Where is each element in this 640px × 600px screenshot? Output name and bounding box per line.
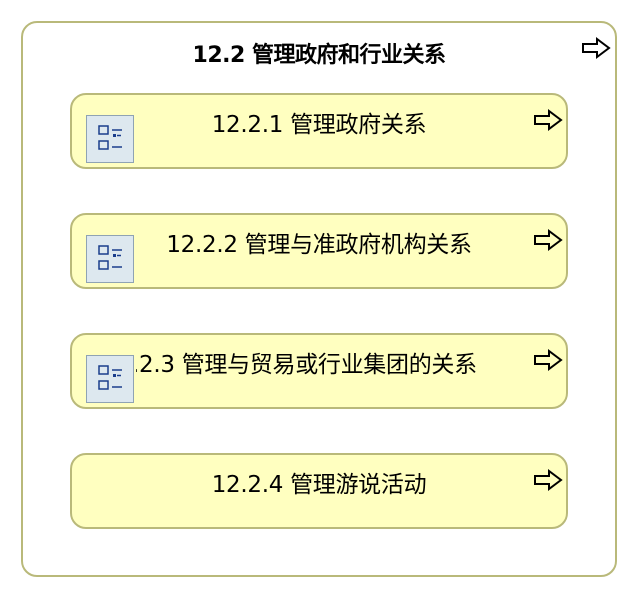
card-label: .2.3 管理与贸易或行业集团的关系 [136, 352, 477, 378]
card-label: 12.2.1 管理政府关系 [211, 112, 427, 138]
right-arrow-icon[interactable] [532, 469, 564, 491]
process-card-12-2-4[interactable]: 12.2.4 管理游说活动 [70, 453, 568, 529]
container-title: 12.2 管理政府和行业关系 [192, 43, 446, 68]
process-card-12-2-2[interactable]: 12.2.2 管理与准政府机构关系 [70, 213, 568, 289]
process-card-12-2-1[interactable]: 12.2.1 管理政府关系 [70, 93, 568, 169]
right-arrow-icon[interactable] [532, 229, 564, 251]
list-icon [86, 115, 134, 163]
right-arrow-icon[interactable] [532, 349, 564, 371]
card-label: 12.2.2 管理与准政府机构关系 [166, 232, 472, 258]
card-label: 12.2.4 管理游说活动 [211, 472, 427, 498]
list-icon [86, 355, 134, 403]
process-card-12-2-3[interactable]: .2.3 管理与贸易或行业集团的关系 [70, 333, 568, 409]
list-icon [86, 235, 134, 283]
right-arrow-icon[interactable] [580, 37, 612, 59]
right-arrow-icon[interactable] [532, 109, 564, 131]
card-label-clip: .2.3 管理与贸易或行业集团的关系 [136, 335, 526, 407]
process-container: 12.2 管理政府和行业关系 12.2.1 管理政府关系 [21, 21, 617, 577]
